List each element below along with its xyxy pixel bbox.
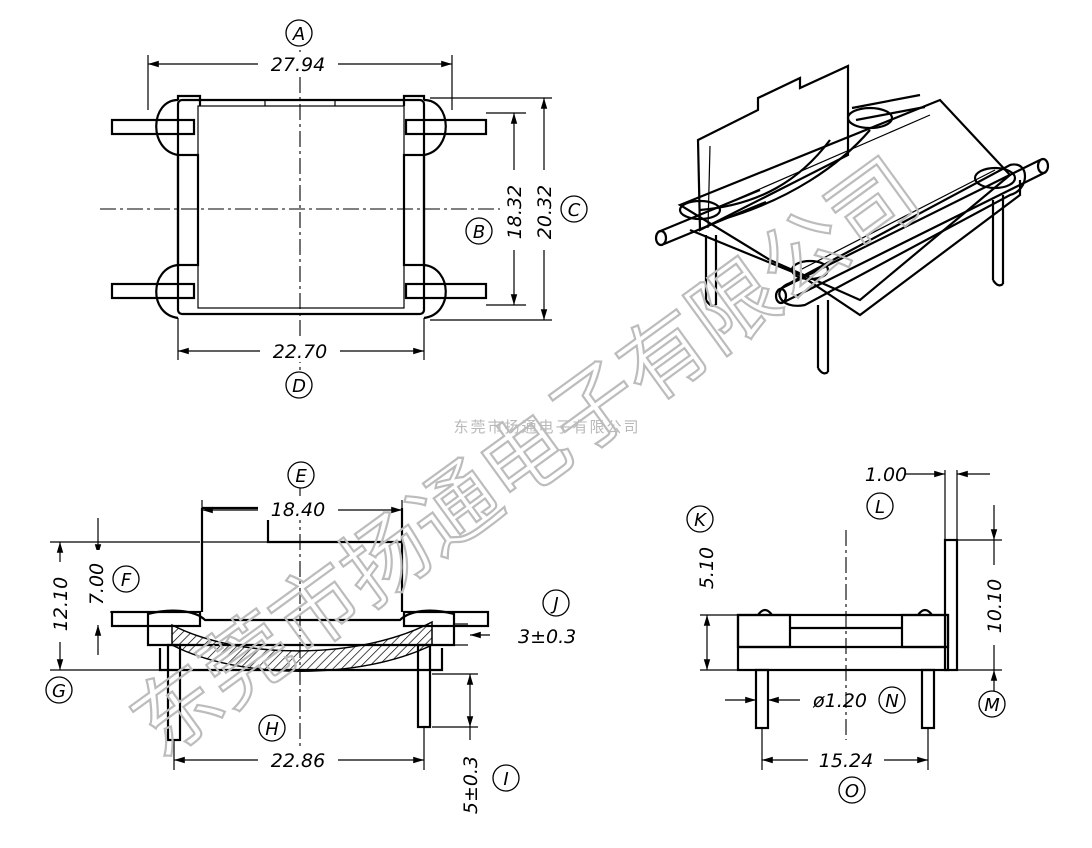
label-k: K bbox=[694, 510, 707, 531]
dim-i-value: 5±0.3 bbox=[460, 756, 482, 814]
dim-n-value: ø1.20 bbox=[812, 690, 867, 712]
dim-o-value: 15.24 bbox=[819, 750, 873, 772]
dim-e-value: 18.40 bbox=[271, 499, 325, 521]
dim-h-value: 22.86 bbox=[271, 750, 325, 772]
dim-a-value: 27.94 bbox=[271, 54, 325, 76]
dim-f-value: 7.00 bbox=[86, 563, 108, 605]
label-b: B bbox=[473, 222, 485, 243]
label-i: I bbox=[503, 769, 508, 790]
label-m: M bbox=[984, 695, 1000, 716]
dim-b-value: 18.32 bbox=[504, 185, 526, 239]
isometric-view bbox=[654, 64, 1050, 375]
dim-m-value: 10.10 bbox=[984, 579, 1006, 633]
label-n: N bbox=[885, 691, 898, 712]
front-view: 18.40 E 12.10 G 7.00 F 22.86 H 5±0.3 I bbox=[45, 461, 576, 814]
dim-j-value: 3±0.3 bbox=[518, 626, 576, 648]
label-g: G bbox=[52, 681, 66, 702]
label-a: A bbox=[292, 24, 305, 45]
dim-d-value: 22.70 bbox=[273, 341, 327, 363]
dim-c-value: 20.32 bbox=[534, 185, 556, 239]
label-o: O bbox=[845, 781, 859, 802]
dim-g-value: 12.10 bbox=[50, 577, 72, 631]
label-h: H bbox=[265, 719, 279, 740]
dim-k-value: 5.10 bbox=[696, 547, 718, 589]
label-l: L bbox=[875, 497, 885, 518]
label-f: F bbox=[121, 570, 132, 591]
label-j: J bbox=[550, 594, 558, 615]
label-e: E bbox=[295, 466, 307, 487]
side-view: 1.00 L 10.10 M 5.10 K ø1.20 N 15.24 O bbox=[686, 464, 1006, 804]
label-d: D bbox=[292, 376, 306, 397]
dim-l-value: 1.00 bbox=[865, 464, 907, 486]
label-c: C bbox=[568, 200, 581, 221]
top-view: 27.94 A 22.70 D 18.32 B 20.32 C bbox=[100, 19, 588, 399]
watermark-small-text: 东莞市扬通电子有限公司 bbox=[453, 418, 640, 436]
